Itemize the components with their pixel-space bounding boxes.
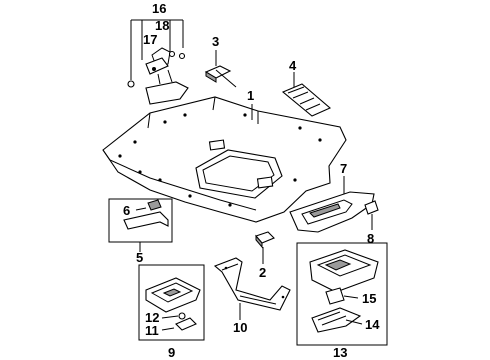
callout-1: 1 [247, 88, 254, 103]
grab-handle-box [108, 198, 173, 252]
trim-strip-part [281, 72, 332, 117]
clip-part [255, 231, 275, 264]
callout-10: 10 [233, 320, 247, 335]
callout-17: 17 [143, 32, 157, 47]
callout-6: 6 [123, 203, 130, 218]
callout-9: 9 [168, 345, 175, 360]
bracket-part [213, 257, 291, 320]
callout-16: 16 [152, 1, 166, 16]
pad-part [204, 50, 232, 83]
callout-13: 13 [333, 345, 347, 360]
console-lamp-box [296, 242, 388, 346]
callout-5: 5 [136, 250, 143, 265]
callout-4: 4 [289, 58, 297, 73]
callout-12: 12 [145, 310, 159, 325]
callout-11: 11 [145, 323, 159, 338]
sun-visor-part [289, 176, 379, 233]
callout-7: 7 [340, 161, 347, 176]
callout-2: 2 [259, 265, 266, 280]
callout-18: 18 [155, 18, 169, 33]
headliner-part [102, 96, 347, 223]
map-lamp-box [138, 264, 205, 341]
callout-8: 8 [367, 231, 374, 246]
leader-lines [215, 69, 253, 120]
mirror-assembly [127, 19, 189, 105]
callout-3: 3 [212, 34, 219, 49]
callout-14: 14 [365, 317, 380, 332]
callout-15: 15 [362, 291, 376, 306]
